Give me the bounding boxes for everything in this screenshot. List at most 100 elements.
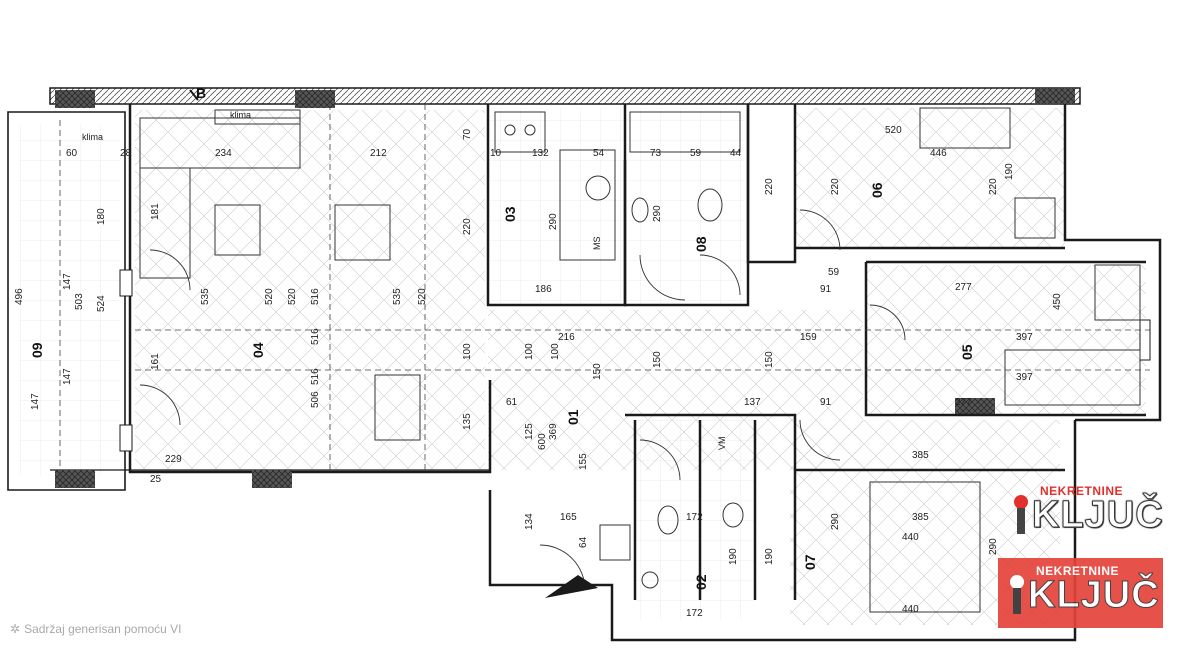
dim-54: 54 bbox=[593, 148, 605, 159]
dim-290-d: 290 bbox=[988, 538, 999, 555]
brand-top-text: NEKRETNINE bbox=[1036, 564, 1120, 578]
dim-59-b: 59 bbox=[828, 267, 840, 278]
dim-161: 161 bbox=[150, 353, 161, 370]
dim-220-b: 220 bbox=[764, 178, 775, 195]
dim-446: 446 bbox=[930, 148, 947, 159]
room-label-01: 01 bbox=[565, 409, 581, 425]
brand-top-text: NEKRETNINE bbox=[1040, 484, 1124, 498]
entrance-arrow-icon bbox=[545, 575, 598, 598]
dim-100-a: 100 bbox=[462, 343, 473, 360]
dim-180: 180 bbox=[96, 208, 107, 225]
room-label-07: 07 bbox=[802, 554, 818, 570]
dim-520-b: 520 bbox=[287, 288, 298, 305]
ms-label: MS bbox=[592, 237, 602, 251]
dim-397-b: 397 bbox=[1016, 372, 1033, 383]
brand-watermark-red: NEKRETNINE KLJUČ bbox=[998, 558, 1163, 628]
dim-216: 216 bbox=[558, 332, 575, 343]
footer-text: Sadržaj generisan pomoću VI bbox=[24, 622, 182, 636]
room-label-04: 04 bbox=[250, 342, 266, 358]
dim-172-a: 172 bbox=[686, 512, 703, 523]
dim-369: 369 bbox=[548, 423, 559, 440]
dim-61: 61 bbox=[506, 397, 518, 408]
dim-290-b: 290 bbox=[652, 205, 663, 222]
dim-220-a: 220 bbox=[462, 218, 473, 235]
klima-label-left: klima bbox=[82, 132, 103, 142]
dim-150-b: 150 bbox=[652, 351, 663, 368]
dim-60: 60 bbox=[66, 148, 78, 159]
room-label-09: 09 bbox=[29, 342, 45, 358]
dim-277-a: 277 bbox=[955, 282, 972, 293]
dim-516-c: 516 bbox=[310, 368, 321, 385]
dim-524: 524 bbox=[96, 295, 107, 312]
dim-450: 450 bbox=[1052, 293, 1063, 310]
dim-147-a: 147 bbox=[62, 273, 73, 290]
interior-walls bbox=[486, 104, 1146, 600]
dim-134: 134 bbox=[524, 513, 535, 530]
dim-73: 73 bbox=[650, 148, 662, 159]
dim-91-a: 91 bbox=[820, 284, 832, 295]
dim-440-b: 440 bbox=[902, 604, 919, 615]
brand-watermark: NEKRETNINE KLJUČ bbox=[1002, 478, 1167, 548]
dim-125: 125 bbox=[524, 423, 535, 440]
room-label-08: 08 bbox=[693, 236, 709, 252]
dim-212: 212 bbox=[370, 148, 387, 159]
dim-220-c: 220 bbox=[830, 178, 841, 195]
dim-220-d: 220 bbox=[988, 178, 999, 195]
dim-25: 25 bbox=[150, 474, 162, 485]
dim-186: 186 bbox=[535, 284, 552, 295]
dim-100-c: 100 bbox=[550, 343, 561, 360]
dim-155: 155 bbox=[578, 453, 589, 470]
room-label-02: 02 bbox=[693, 574, 709, 590]
dim-190-a: 190 bbox=[728, 548, 739, 565]
sparkle-icon: ✲ bbox=[10, 622, 21, 636]
dim-70: 70 bbox=[462, 128, 473, 140]
furniture bbox=[139, 107, 1141, 613]
dim-440-a: 440 bbox=[902, 532, 919, 543]
dim-190-c: 190 bbox=[1004, 163, 1015, 180]
dim-28: 28 bbox=[120, 148, 132, 159]
brand-name: KLJUČ bbox=[1032, 494, 1164, 537]
dim-147-c: 147 bbox=[30, 393, 41, 410]
ai-generated-notice: ✲Sadržaj generisan pomoću VI bbox=[10, 622, 182, 636]
dim-132: 132 bbox=[532, 148, 549, 159]
room-label-06: 06 bbox=[869, 182, 885, 198]
dim-135: 135 bbox=[462, 413, 473, 430]
dim-100-b: 100 bbox=[524, 343, 535, 360]
dim-44: 44 bbox=[730, 148, 742, 159]
dim-181: 181 bbox=[150, 203, 161, 220]
dim-520-a: 520 bbox=[264, 288, 275, 305]
room-label-05: 05 bbox=[959, 344, 975, 360]
key-logo-icon bbox=[1010, 575, 1024, 614]
dim-516-b: 516 bbox=[310, 328, 321, 345]
room-label-03: 03 bbox=[502, 206, 518, 222]
dim-165: 165 bbox=[560, 512, 577, 523]
dim-159: 159 bbox=[800, 332, 817, 343]
dim-520-c: 520 bbox=[417, 288, 428, 305]
dim-385-b: 385 bbox=[912, 450, 929, 461]
dim-535-a: 535 bbox=[200, 288, 211, 305]
dim-59: 59 bbox=[690, 148, 702, 159]
dim-137: 137 bbox=[744, 397, 761, 408]
dim-520-d: 520 bbox=[885, 125, 902, 136]
dim-91-b: 91 bbox=[820, 397, 832, 408]
key-logo-icon bbox=[1014, 495, 1028, 534]
dim-290-c: 290 bbox=[830, 513, 841, 530]
section-mark: B bbox=[196, 85, 206, 101]
dim-277-b: 277 bbox=[955, 397, 972, 408]
dim-503: 503 bbox=[74, 293, 85, 310]
dim-290-a: 290 bbox=[548, 213, 559, 230]
dim-385-a: 385 bbox=[912, 512, 929, 523]
dim-600: 600 bbox=[537, 433, 548, 450]
dim-229: 229 bbox=[165, 454, 182, 465]
dim-190-b: 190 bbox=[764, 548, 775, 565]
dim-150-a: 150 bbox=[592, 363, 603, 380]
dim-10: 10 bbox=[490, 148, 502, 159]
dim-172-b: 172 bbox=[686, 608, 703, 619]
dim-397-a: 397 bbox=[1016, 332, 1033, 343]
dim-64: 64 bbox=[578, 536, 589, 548]
dim-496: 496 bbox=[14, 288, 25, 305]
dim-535-b: 535 bbox=[392, 288, 403, 305]
brand-name: KLJUČ bbox=[1028, 574, 1160, 617]
dim-150-c: 150 bbox=[764, 351, 775, 368]
